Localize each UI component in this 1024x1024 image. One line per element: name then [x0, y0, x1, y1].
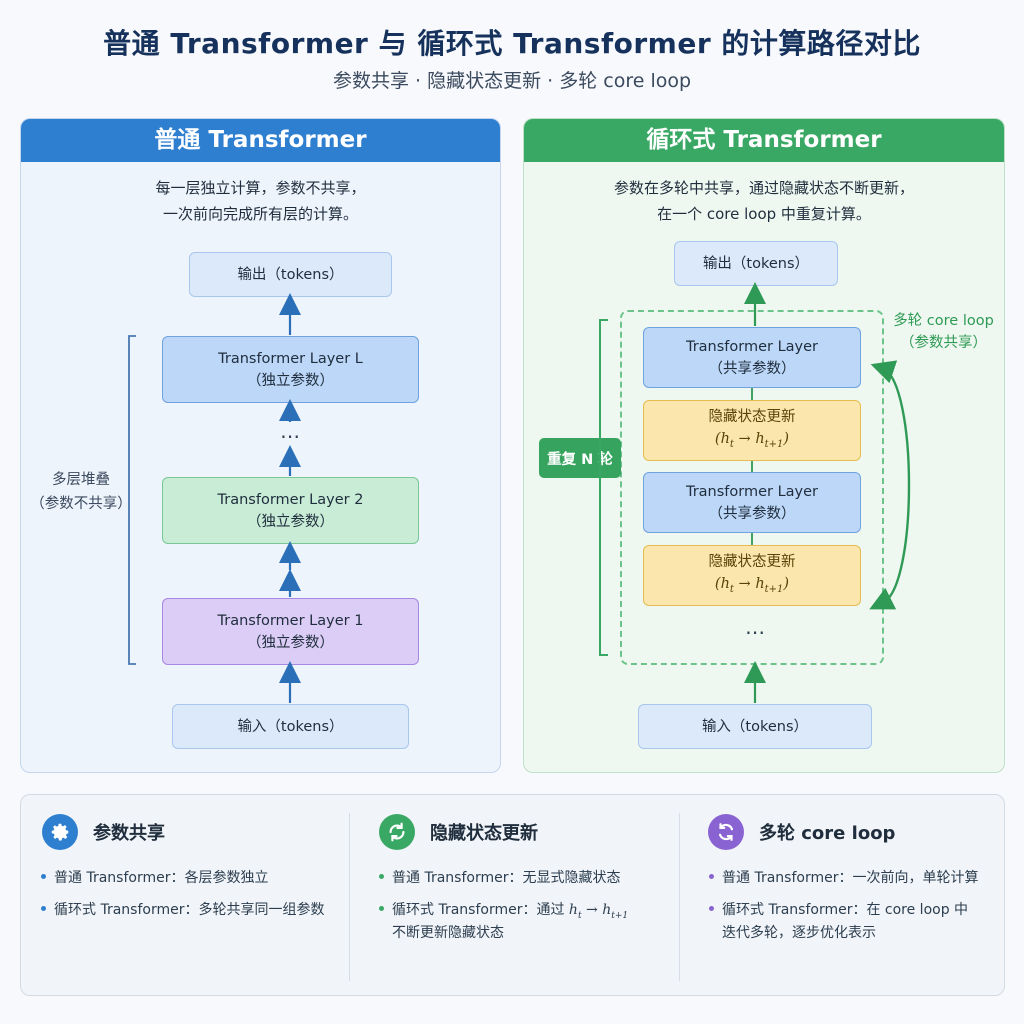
- shared-layer-box-1: Transformer Layer （共享参数）: [643, 327, 861, 388]
- shared-layer-1-param: （共享参数）: [708, 360, 796, 377]
- recurrent-desc-line-2: 在一个 core loop 中重复计算。: [657, 205, 871, 223]
- recurrent-panel-header: 循环式 Transformer: [524, 119, 1004, 162]
- summary-col2-bullet-1: 普通 Transformer：无显式隐藏状态: [379, 867, 620, 890]
- hidden-update-2-formula: (ht → ht+1): [714, 575, 790, 595]
- core-loop-label-line-2: （参数共享）: [900, 335, 987, 351]
- standard-layer-1-box: Transformer Layer 1 （独立参数）: [162, 598, 419, 665]
- shared-layer-box-2: Transformer Layer （共享参数）: [643, 472, 861, 533]
- standard-desc-line-2: 一次前向完成所有层的计算。: [162, 205, 358, 223]
- standard-panel-header: 普通 Transformer: [21, 119, 500, 162]
- standard-layer-ellipsis: ⋯: [280, 424, 300, 448]
- recurrent-desc-line-1: 参数在多轮中共享，通过隐藏状态不断更新，: [613, 179, 914, 197]
- shared-layer-1-name: Transformer Layer: [685, 338, 819, 355]
- summary-divider-2: [679, 813, 680, 981]
- loop-back-arrow: [870, 360, 911, 605]
- standard-layer-1-name: Transformer Layer 1: [217, 612, 364, 629]
- stack-bracket: [128, 335, 136, 665]
- summary-divider-1: [349, 813, 350, 981]
- standard-input-label: 输入（tokens）: [237, 718, 344, 735]
- summary-panel: 参数共享 普通 Transformer：各层参数独立 循环式 Transform…: [20, 794, 1005, 996]
- summary-col1-bullet-2: 循环式 Transformer：多轮共享同一组参数: [41, 899, 324, 922]
- repeat-n-badge: 重复 N 轮: [539, 438, 621, 478]
- standard-layer-L-name: Transformer Layer L: [218, 350, 363, 367]
- recurrent-output-label: 输出（tokens）: [702, 255, 810, 272]
- hidden-update-2-label: 隐藏状态更新: [708, 553, 796, 570]
- summary-col-param-sharing: 参数共享 普通 Transformer：各层参数独立 循环式 Transform…: [21, 795, 349, 995]
- standard-layer-1-param: （独立参数）: [247, 634, 334, 651]
- summary-col1-bullet-1: 普通 Transformer：各层参数独立: [41, 867, 268, 890]
- recurrent-panel-description: 参数在多轮中共享，通过隐藏状态不断更新， 在一个 core loop 中重复计算…: [524, 175, 1004, 227]
- core-loop-label-line-1: 多轮 core loop: [893, 313, 994, 329]
- summary-col2-title: 隐藏状态更新: [430, 823, 538, 844]
- recurrent-input-label: 输入（tokens）: [701, 718, 809, 735]
- standard-desc-line-1: 每一层独立计算，参数不共享，: [155, 179, 366, 197]
- summary-col2-bullet-2: 循环式 Transformer：通过 ht → ht+1: [379, 899, 628, 928]
- summary-col3-bullet-1: 普通 Transformer：一次前向，单轮计算: [709, 867, 978, 890]
- core-loop-label: 多轮 core loop （参数共享）: [886, 310, 1001, 354]
- loop-icon: [708, 814, 744, 850]
- standard-layer-2-box: Transformer Layer 2 （独立参数）: [162, 477, 419, 544]
- repeat-bracket: [599, 319, 608, 656]
- summary-col1-title: 参数共享: [93, 823, 165, 844]
- page-title: 普通 Transformer 与 循环式 Transformer 的计算路径对比: [103, 27, 921, 60]
- summary-col-core-loop: 多轮 core loop 普通 Transformer：一次前向，单轮计算 循环…: [689, 795, 1004, 995]
- gear-icon: [42, 814, 78, 850]
- standard-input-box: 输入（tokens）: [172, 704, 409, 749]
- standard-output-label: 输出（tokens）: [237, 266, 344, 283]
- page-subtitle: 参数共享 · 隐藏状态更新 · 多轮 core loop: [332, 70, 692, 92]
- hidden-update-box-1: 隐藏状态更新 (ht → ht+1): [643, 400, 861, 461]
- summary-col2-bullet-2-line-2: 不断更新隐藏状态: [392, 925, 504, 941]
- standard-layer-L-param: （独立参数）: [247, 372, 334, 389]
- shared-layer-2-name: Transformer Layer: [685, 483, 819, 500]
- hidden-update-1-formula: (ht → ht+1): [714, 430, 790, 450]
- recurrent-input-box: 输入（tokens）: [638, 704, 872, 749]
- standard-layer-2-name: Transformer Layer 2: [217, 491, 364, 508]
- standard-layer-L-box: Transformer Layer L （独立参数）: [162, 336, 419, 403]
- stack-label-line-2: （参数不共享）: [30, 496, 132, 512]
- stack-label-line-1: 多层堆叠: [52, 472, 110, 488]
- summary-col-hidden-state: 隐藏状态更新 普通 Transformer：无显式隐藏状态 循环式 Transf…: [359, 795, 679, 995]
- standard-output-box: 输出（tokens）: [189, 252, 392, 297]
- standard-layer-2-param: （独立参数）: [247, 513, 334, 530]
- hidden-update-box-2: 隐藏状态更新 (ht → ht+1): [643, 545, 861, 606]
- stack-label: 多层堆叠 （参数不共享）: [26, 468, 136, 516]
- shared-layer-2-param: （共享参数）: [708, 505, 796, 522]
- hidden-update-1-label: 隐藏状态更新: [708, 408, 796, 425]
- recurrent-layer-ellipsis: ⋯: [745, 620, 765, 644]
- standard-panel-description: 每一层独立计算，参数不共享， 一次前向完成所有层的计算。: [21, 175, 500, 227]
- refresh-icon: [379, 814, 415, 850]
- summary-col3-title: 多轮 core loop: [759, 823, 896, 844]
- summary-col3-bullet-2-line-2: 迭代多轮，逐步优化表示: [722, 925, 876, 941]
- summary-col3-bullet-2: 循环式 Transformer：在 core loop 中: [709, 899, 968, 922]
